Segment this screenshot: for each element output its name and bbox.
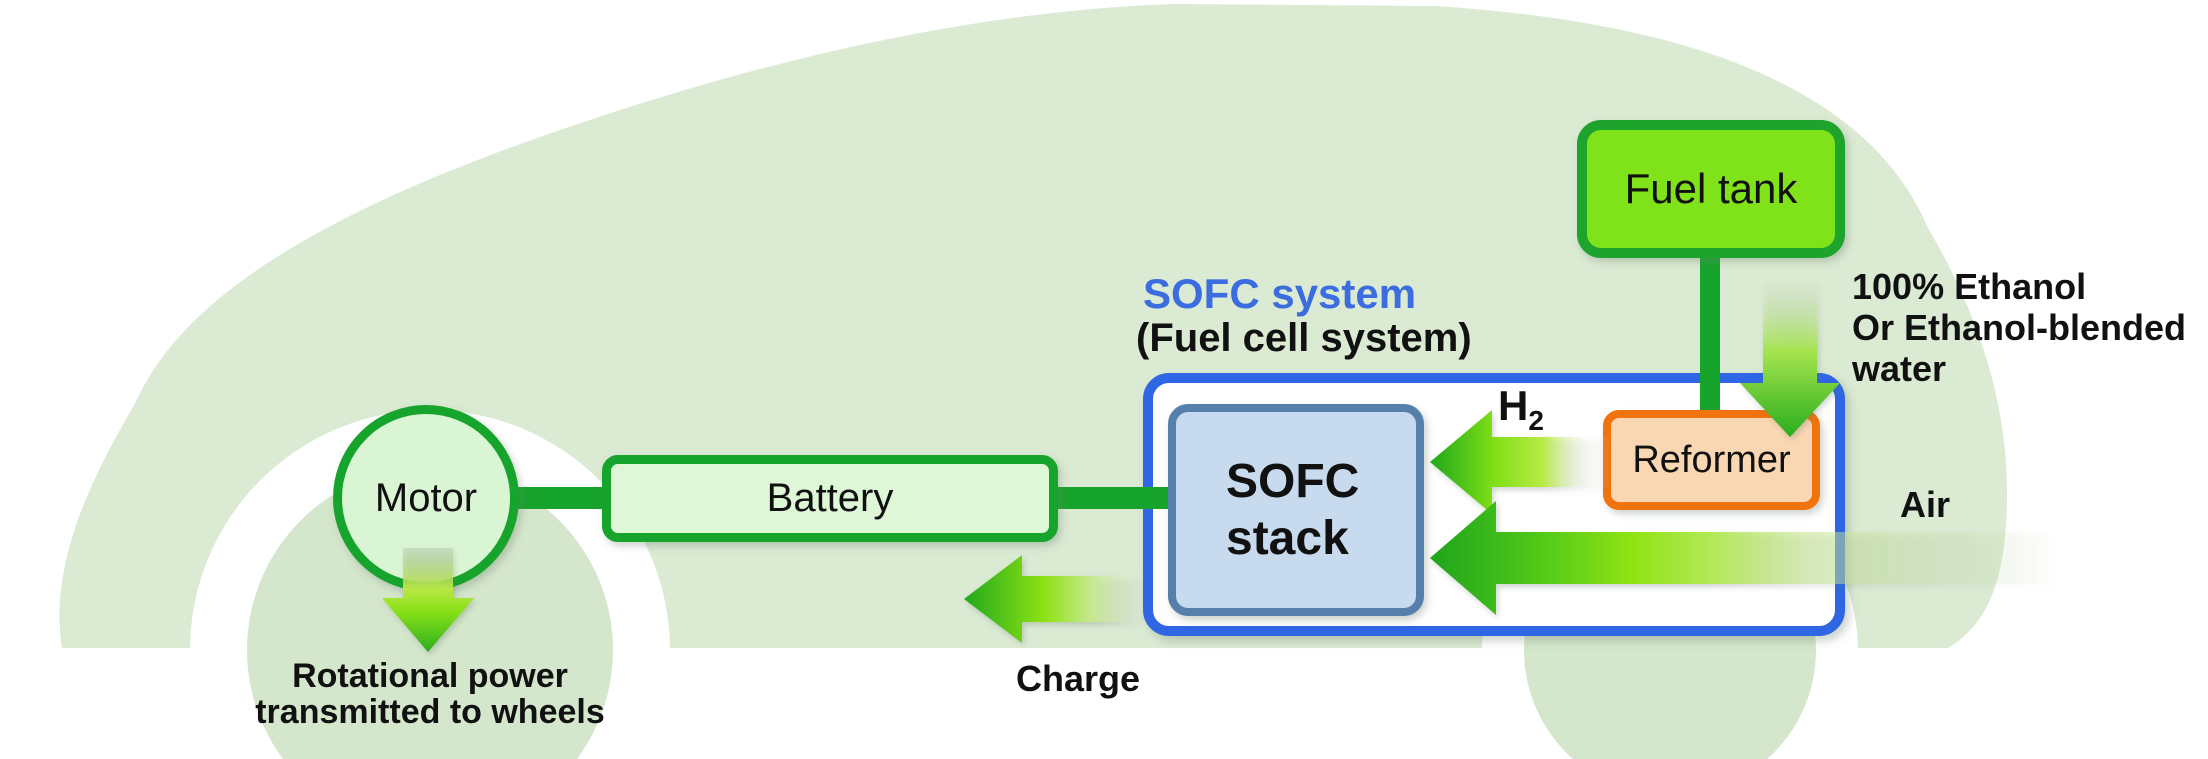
sofc-stack-label-line2: stack (1226, 512, 1349, 565)
charge-flow-arrow (964, 555, 1140, 643)
sofc-stack-node: SOFC stack (1168, 404, 1424, 616)
fuel-tank-label: Fuel tank (1624, 165, 1798, 212)
h2-subscript: 2 (1528, 405, 1544, 436)
sofc-system-title: SOFC system (1143, 270, 1417, 317)
battery-label: Battery (766, 476, 894, 520)
h2-label: H2 (1498, 382, 1544, 437)
battery-node: Battery (602, 455, 1058, 542)
motor-label: Motor (374, 475, 478, 520)
fuel-type-annotation: 100% Ethanol Or Ethanol-blended water (1852, 266, 2186, 389)
air-label: Air (1899, 484, 1950, 525)
rotational-line2: transmitted to wheels (255, 693, 605, 731)
rotational-line1: Rotational power (292, 657, 568, 695)
h2-symbol: H (1498, 382, 1529, 429)
h2-flow-arrow (1430, 410, 1612, 514)
motor-down-arrow (382, 548, 474, 652)
air-flow-arrow (1430, 501, 2062, 615)
reformer-label: Reformer (1632, 438, 1791, 481)
sofc-stack-label-line1: SOFC (1226, 455, 1360, 508)
fuel-cell-system-subtitle: (Fuel cell system) (1136, 316, 1472, 360)
fuel-type-line1: 100% Ethanol (1852, 266, 2087, 307)
fuel-type-line2: Or Ethanol-blended (1852, 307, 2187, 348)
fueltank-reformer-line (1700, 252, 1720, 418)
fuel-tank-node: Fuel tank (1577, 120, 1845, 258)
charge-label: Charge (1015, 658, 1141, 699)
fuel-type-line3: water (1852, 348, 1947, 389)
fuel-down-arrow (1740, 282, 1840, 437)
rotational-power-annotation: Rotational power transmitted to wheels (230, 658, 630, 730)
motor-battery-connector (512, 487, 608, 509)
battery-sofc-connector (1054, 487, 1174, 509)
